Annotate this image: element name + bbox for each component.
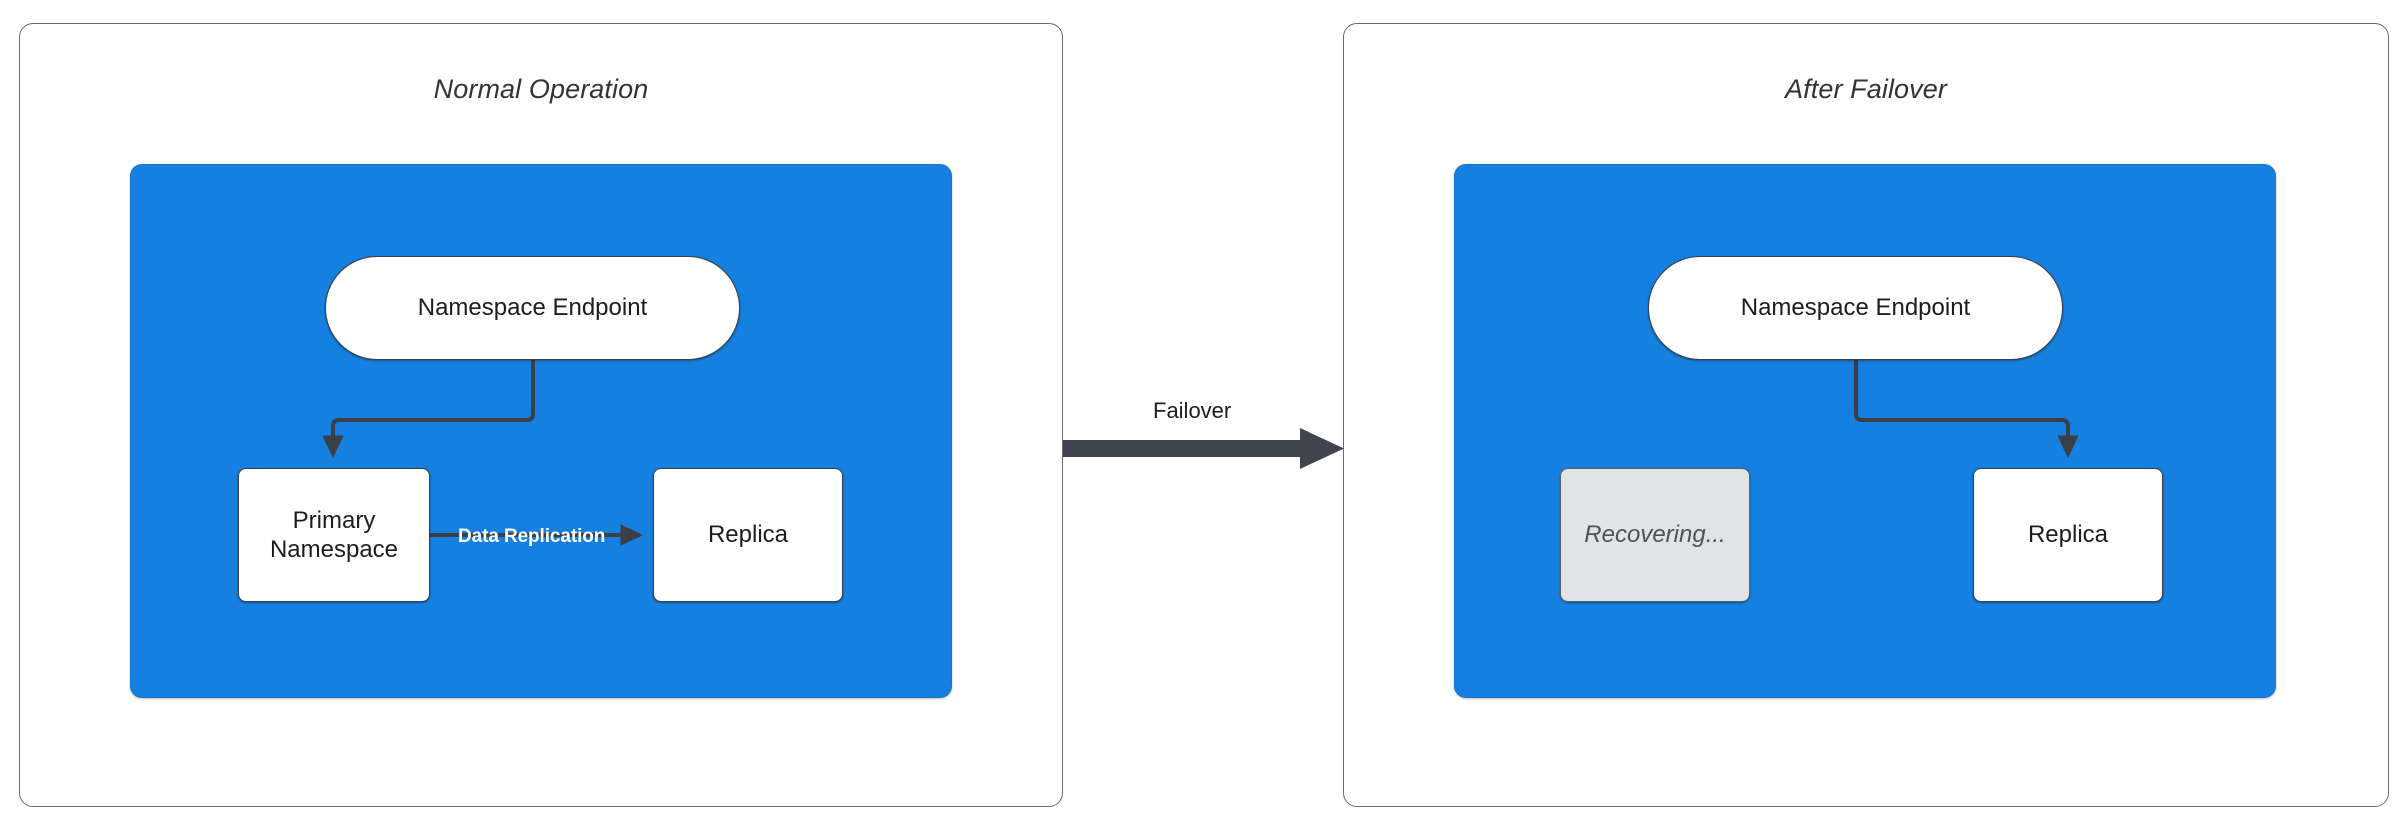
node-label: Namespace Endpoint [1740,294,1971,322]
edge-label-data-replication: Data Replication [458,526,606,547]
arrow-failover-transition [1063,428,1344,469]
node-replica-failover-region[interactable]: Replica [1973,468,2163,602]
node-label: Primary Namespace [270,506,398,565]
node-label: Recovering... [1584,521,1726,549]
node-label: Namespace Endpoint [417,294,648,322]
node-replica-primary-region[interactable]: Replica [653,468,843,602]
panel-title-normal-operation: Normal Operation [433,74,649,104]
cluster-secondary-region [1454,164,2276,698]
node-namespace-endpoint-primary[interactable]: Namespace Endpoint [325,256,740,360]
node-label-line2: Namespace [269,536,399,563]
node-recovering[interactable]: Recovering... [1560,468,1750,602]
node-primary-namespace[interactable]: Primary Namespace [238,468,430,602]
edge-label-failover: Failover [1153,398,1232,423]
node-label: Replica [2027,521,2109,549]
panel-title-after-failover: After Failover [1785,74,1947,104]
node-label: Replica [707,521,789,549]
node-label-line1: Primary [292,506,376,534]
cluster-primary-region [130,164,952,698]
node-namespace-endpoint-failover[interactable]: Namespace Endpoint [1648,256,2063,360]
